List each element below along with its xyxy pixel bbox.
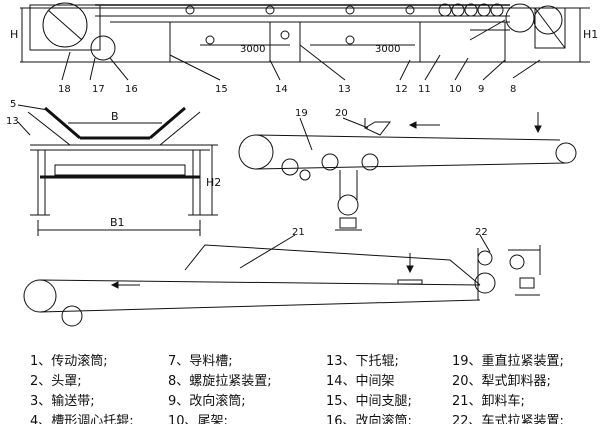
drive-pulley-icon: [42, 2, 88, 48]
legend-item: 4、槽形调心托辊;: [30, 414, 134, 424]
callout-16: 16: [125, 84, 138, 95]
head-pulley-icon: [238, 134, 274, 170]
cross-section-view: [17, 104, 218, 236]
legend-item: 19、重直拉紧装置;: [452, 354, 564, 369]
callout-20: 20: [335, 108, 348, 119]
plough-layout: [238, 112, 577, 231]
legend-column-1: 1、传动滚筒; 2、头罩; 3、输送带; 4、槽形调心托辊;: [30, 352, 134, 424]
callout-18: 18: [58, 84, 71, 95]
elevation-view: [20, 2, 590, 81]
legend-item: 9、改向滚筒;: [168, 394, 246, 409]
dim-h2: H2: [206, 176, 221, 189]
legend-column-3: 13、下托辊; 14、中间架 15、中间支腿; 16、改向滚筒;: [326, 352, 412, 424]
legend-item: 10、尾架;: [168, 414, 228, 424]
legend-item: 22、车式拉紧装置;: [452, 414, 564, 424]
dim-b1: B1: [110, 216, 125, 229]
callout-9: 9: [478, 84, 484, 95]
legend-item: 7、导料槽;: [168, 354, 233, 369]
callout-19: 19: [295, 108, 308, 119]
callout-13: 13: [338, 84, 351, 95]
callout-10: 10: [449, 84, 462, 95]
legend-item: 20、犁式卸料器;: [452, 374, 551, 389]
callout-8: 8: [510, 84, 516, 95]
dim-b: B: [111, 110, 119, 123]
dim-h1: H1: [583, 28, 598, 41]
callout-21: 21: [292, 227, 305, 238]
legend-item: 1、传动滚筒;: [30, 354, 108, 369]
legend-column-2: 7、导料槽; 8、螺旋拉紧装置; 9、改向滚筒; 10、尾架;: [168, 352, 272, 424]
plough-discharger-icon: [363, 121, 392, 136]
conveyor-drawing: H H1 H2 B B1 3000 3000 18 17 16 15 14 13…: [6, 2, 598, 327]
troughing-idler-left: [44, 106, 81, 140]
dim-h: H: [10, 28, 18, 41]
legend-item: 15、中间支腿;: [326, 394, 412, 409]
callout-13-section: 13: [6, 116, 19, 127]
legend-item: 3、输送带;: [30, 394, 95, 409]
legend-item: 16、改向滚筒;: [326, 414, 412, 424]
callout-17: 17: [92, 84, 105, 95]
tripper-layout: [23, 234, 541, 327]
tripper-car: [184, 244, 481, 286]
tail-pulley-lower-icon: [23, 279, 57, 313]
callout-11: 11: [418, 84, 431, 95]
carriage-take-up-pulley-icon: [474, 272, 496, 294]
parts-legend: 1、传动滚筒; 2、头罩; 3、输送带; 4、槽形调心托辊; 7、导料槽; 8、…: [0, 352, 600, 424]
troughing-idler-right: [149, 106, 186, 140]
bend-pulley-icon: [90, 35, 116, 61]
callout-14: 14: [275, 84, 288, 95]
legend-item: 8、螺旋拉紧装置;: [168, 374, 272, 389]
callout-15: 15: [215, 84, 228, 95]
callout-5: 5: [10, 99, 16, 110]
callout-numbers: 18 17 16 15 14 13 12 11 10 9 8 5 13 19 2…: [6, 84, 516, 238]
screw-take-up-icon: [533, 5, 563, 35]
legend-item: 2、头罩;: [30, 374, 82, 389]
vertical-take-up-pulley-icon: [337, 194, 359, 216]
callout-22: 22: [475, 227, 488, 238]
legend-column-4: 19、重直拉紧装置; 20、犁式卸料器; 21、卸料车; 22、车式拉紧装置;: [452, 352, 564, 424]
dim-span-left: 3000: [240, 44, 265, 55]
callout-12: 12: [395, 84, 408, 95]
legend-item: 21、卸料车;: [452, 394, 525, 409]
legend-item: 13、下托辊;: [326, 354, 399, 369]
legend-item: 14、中间架: [326, 374, 395, 389]
dim-span-right: 3000: [375, 44, 400, 55]
